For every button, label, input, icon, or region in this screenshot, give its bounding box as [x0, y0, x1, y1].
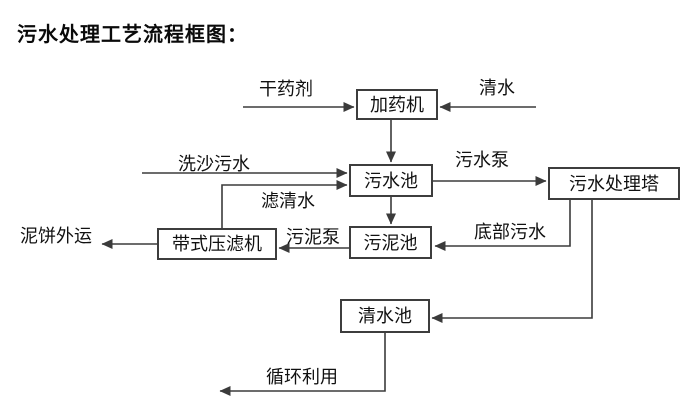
- mud-cake-out-label: 泥饼外运: [20, 226, 92, 246]
- bottom-sewage-arrow: [434, 200, 571, 251]
- dry-chemical-label: 干药剂: [259, 79, 313, 99]
- tower-to-cleanpool-arrow: [431, 200, 593, 323]
- sand-washing-sewage-label: 洗沙污水: [178, 154, 250, 174]
- node-clean-water-pool: 清水池: [340, 299, 430, 333]
- filtered-water-arrow: [221, 180, 348, 228]
- recycle-arrow: [219, 333, 386, 396]
- bottom-sewage-label: 底部污水: [474, 222, 546, 242]
- node-sewage-treatment-tower: 污水处理塔: [548, 167, 680, 200]
- clean-water-in-label: 清水: [479, 78, 515, 98]
- page-title: 污水处理工艺流程框图：: [17, 24, 248, 46]
- node-sludge-pool: 污泥池: [349, 226, 432, 259]
- node-belt-filter-press: 带式压滤机: [157, 228, 277, 260]
- filtered-water-label: 滤清水: [261, 191, 315, 211]
- node-sewage-pool: 污水池: [349, 164, 433, 197]
- node-dosing-machine: 加药机: [356, 89, 438, 120]
- recycle-label: 循环利用: [266, 367, 338, 387]
- sewage-pump-label: 污水泵: [455, 150, 509, 170]
- sludge-pump-label: 污泥泵: [286, 227, 340, 247]
